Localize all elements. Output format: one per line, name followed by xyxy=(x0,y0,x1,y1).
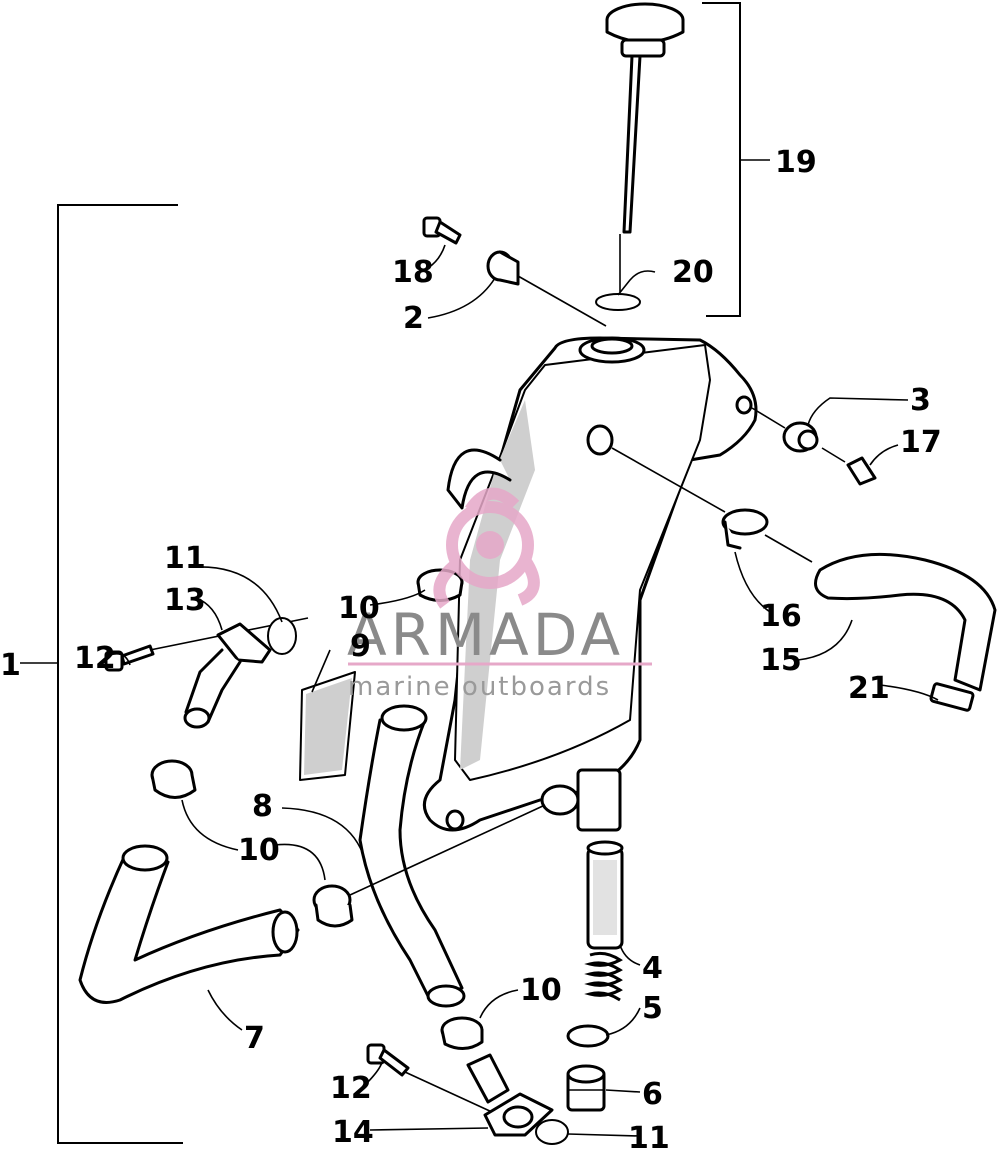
callout-19: 19 xyxy=(775,145,817,180)
callout-4: 4 xyxy=(642,951,663,986)
callout-leaders xyxy=(109,244,939,1137)
o-ring-11-lower xyxy=(535,1119,569,1145)
callout-8: 8 xyxy=(252,789,273,824)
callout-14: 14 xyxy=(332,1115,374,1150)
hose-clamp-16 xyxy=(721,508,769,550)
hose-clamp-10-left xyxy=(150,759,197,799)
watermark-brand: ARMADA xyxy=(347,601,624,669)
spacer-2 xyxy=(486,250,520,286)
callout-10-bottom: 10 xyxy=(520,973,562,1008)
callout-13: 13 xyxy=(164,583,206,618)
spring-4 xyxy=(584,951,623,1002)
drain-plug-6 xyxy=(566,1064,606,1112)
callout-20: 20 xyxy=(672,255,714,290)
grommet-3 xyxy=(782,421,819,453)
callout-16: 16 xyxy=(760,599,802,634)
hose-clamp-10-middle xyxy=(312,884,354,928)
callout-21: 21 xyxy=(848,671,890,706)
o-ring-20 xyxy=(595,293,641,311)
callout-11-lower: 11 xyxy=(628,1121,670,1156)
callout-12-lower: 12 xyxy=(330,1071,372,1106)
hose-7 xyxy=(78,844,300,1004)
bracket-assembly-1 xyxy=(57,204,183,1144)
callout-15: 15 xyxy=(760,643,802,678)
fitting-14 xyxy=(466,1053,554,1137)
bolt-12-lower xyxy=(366,1043,410,1077)
callout-9: 9 xyxy=(350,629,371,664)
callout-11-upper: 11 xyxy=(164,541,206,576)
callout-10-top: 10 xyxy=(338,591,380,626)
callout-6: 6 xyxy=(642,1077,663,1112)
o-ring-11-upper xyxy=(267,617,297,655)
callout-5: 5 xyxy=(642,991,663,1026)
watermark-logo xyxy=(433,487,540,609)
fitting-13 xyxy=(183,622,272,729)
callout-17: 17 xyxy=(900,425,942,460)
strainer-4 xyxy=(586,840,624,950)
callout-12-upper: 12 xyxy=(74,641,116,676)
watermark-tagline: marine outboards xyxy=(348,672,611,702)
hose-end-21 xyxy=(929,682,975,712)
callout-18: 18 xyxy=(392,255,434,290)
oil-tank xyxy=(422,336,758,832)
callout-7: 7 xyxy=(244,1021,265,1056)
washer-5 xyxy=(566,1024,610,1048)
hose-clamp-10-bottom xyxy=(440,1016,484,1050)
callout-1: 1 xyxy=(0,648,21,683)
dipstick-part xyxy=(605,2,685,234)
decal-9 xyxy=(299,671,356,781)
callout-10-left: 10 xyxy=(238,833,280,868)
hose-8 xyxy=(358,704,466,1008)
bushing-17 xyxy=(846,456,877,486)
bolt-18 xyxy=(422,216,462,245)
callout-3: 3 xyxy=(910,383,931,418)
hose-15 xyxy=(814,552,997,692)
bolt-12-upper xyxy=(104,644,155,672)
callout-2: 2 xyxy=(403,301,424,336)
